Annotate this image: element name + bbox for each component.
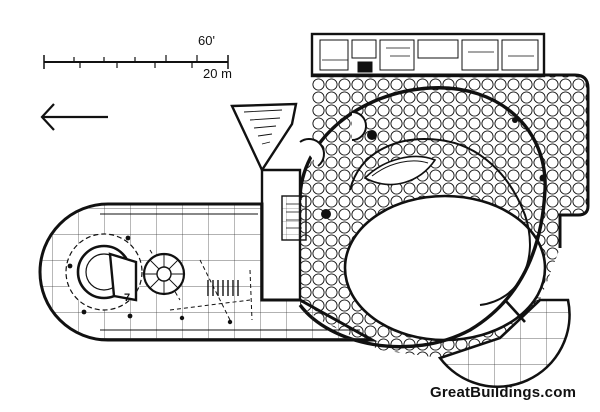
scale-feet-label: 60' — [198, 33, 215, 48]
service-block — [310, 32, 546, 78]
room-number-label: 7 — [124, 292, 131, 304]
connecting-core — [260, 168, 307, 302]
arrow-left-icon — [40, 103, 108, 131]
stair-wedge — [230, 102, 298, 173]
lower-wing — [38, 202, 378, 342]
source-credit: GreatBuildings.com — [430, 384, 577, 401]
annex-segment — [437, 298, 571, 388]
north-arrow — [40, 103, 108, 131]
scale-meters-label: 20 m — [203, 66, 232, 81]
scale-bar — [43, 55, 229, 69]
